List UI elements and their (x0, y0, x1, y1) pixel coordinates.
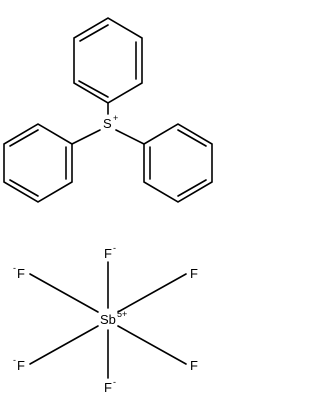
phenyl-ring-left (3, 123, 73, 203)
fluorine-lower-left-charge: - (13, 355, 16, 365)
fluorine-bottom-charge: - (113, 377, 116, 387)
bond-sb-f-upper-right (117, 273, 187, 313)
fluorine-upper-right-label: F (190, 266, 198, 281)
fluorine-bottom-label: F (104, 380, 112, 395)
fluorine-top-label: F (104, 246, 112, 261)
bond-sb-f-lower-right (117, 325, 187, 365)
phenyl-ring-top (73, 17, 143, 104)
molecule-svg: S + Sb 5+ F - - F F - F F F - (3, 17, 213, 395)
fluorine-top-charge: - (113, 243, 116, 253)
antimony-atom-label: Sb (100, 312, 116, 327)
phenyl-ring-right (143, 123, 213, 203)
structure-diagram: S + Sb 5+ F - - F F - F F F - (3, 17, 213, 395)
bond-sb-f-lower-left (29, 325, 99, 365)
fluorine-upper-left-charge: - (13, 263, 16, 273)
sulfur-charge: + (113, 113, 118, 123)
anion-hexafluoroantimonate: Sb 5+ F - - F F - F F F - (13, 243, 198, 395)
fluorine-lower-left-label: F (17, 358, 25, 373)
bond-sb-f-upper-left (29, 273, 99, 313)
antimony-charge: 5+ (117, 309, 127, 319)
sulfur-atom-label: S (103, 116, 112, 131)
fluorine-upper-left-label: F (17, 266, 25, 281)
cation-triphenylsulfonium: S + (3, 17, 213, 203)
fluorine-lower-right-label: F (190, 358, 198, 373)
bond-s-right (115, 129, 145, 145)
bond-s-left (71, 129, 101, 145)
